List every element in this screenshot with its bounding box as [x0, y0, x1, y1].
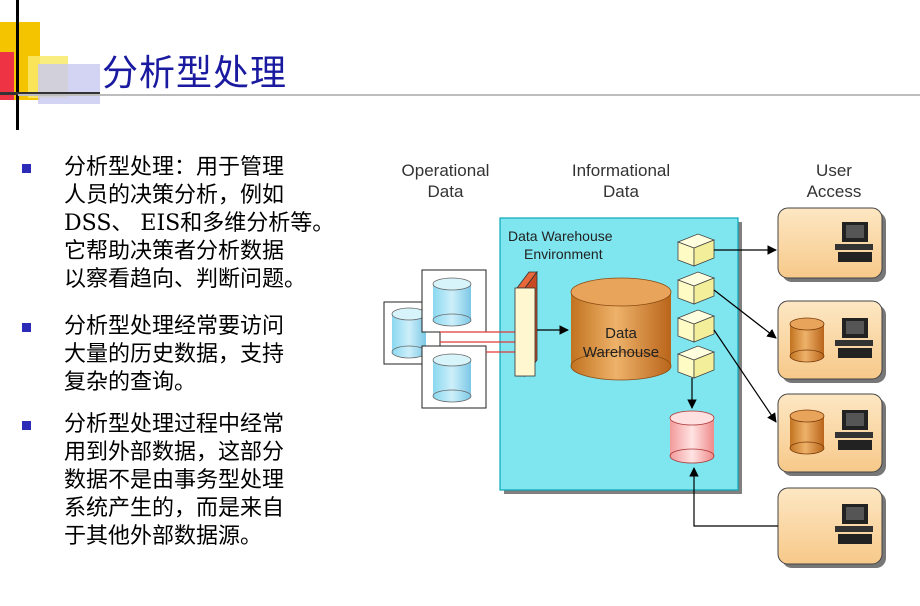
- user-access-heading: User Access: [806, 161, 862, 201]
- bullet-text: 分析型处理经常要访问 大量的历史数据，支持 复杂的查询。: [64, 314, 285, 395]
- bullet-marker: [22, 323, 31, 332]
- page-title: 分析型处理: [102, 53, 288, 94]
- computer-icon: [835, 318, 873, 358]
- source-box-top: [421, 269, 487, 333]
- source-box-bottom: [421, 345, 487, 409]
- data-warehouse-cylinder: Data Warehouse: [570, 277, 672, 381]
- user-access-box-4: [777, 487, 886, 568]
- cube-to-user-arrow-2: [713, 289, 777, 339]
- warehouse-label-1: Data: [605, 325, 637, 342]
- informational-data-heading: Informational Data: [571, 161, 671, 201]
- bullet-item-2: 分析型处理经常要访问 大量的历史数据，支持 复杂的查询。: [22, 313, 372, 403]
- bullet-marker: [22, 421, 31, 430]
- bullet-text: 分析型处理过程中经常 用到外部数据，这部分 数据不是由事务型处理 系统产生的，而…: [64, 412, 285, 549]
- operational-data-heading: Operational Data: [401, 161, 490, 201]
- database-icon: [789, 409, 825, 455]
- external-data-cylinder: [669, 410, 715, 464]
- user-access-box-2: [777, 300, 886, 383]
- bullet-text: 分析型处理：用于管理 人员的决策分析，例如 DSS、 EIS和多维分析等。 它帮…: [64, 155, 335, 292]
- title-underline: [18, 94, 920, 96]
- user-access-box-1: [777, 207, 886, 282]
- warehouse-label-2: Warehouse: [583, 344, 659, 361]
- computer-icon: [835, 504, 873, 544]
- data-mart-cubes: [676, 233, 716, 379]
- cube-to-user-arrow-3: [713, 329, 777, 423]
- data-mart-cube-2: [676, 271, 716, 305]
- data-mart-cube-3: [676, 309, 716, 343]
- data-mart-cube-4: [676, 345, 716, 379]
- data-warehouse-diagram: Data Warehouse Environment: [383, 207, 886, 568]
- database-icon: [789, 317, 825, 363]
- computer-icon: [835, 410, 873, 450]
- user-to-external-arrow: [689, 467, 778, 527]
- bullet-marker: [22, 164, 31, 173]
- environment-label-2: Environment: [524, 246, 603, 262]
- operational-data-sources: [383, 269, 516, 409]
- bullet-item-3: 分析型处理过程中经常 用到外部数据，这部分 数据不是由事务型处理 系统产生的，而…: [22, 411, 372, 561]
- title-decoration: [0, 0, 100, 130]
- data-mart-cube-1: [676, 233, 716, 267]
- environment-label-1: Data Warehouse: [508, 228, 613, 244]
- computer-icon: [835, 222, 873, 262]
- bullet-item-1: 分析型处理：用于管理 人员的决策分析，例如 DSS、 EIS和多维分析等。 它帮…: [22, 154, 372, 304]
- transform-block: [514, 270, 538, 378]
- user-access-box-3: [777, 393, 886, 476]
